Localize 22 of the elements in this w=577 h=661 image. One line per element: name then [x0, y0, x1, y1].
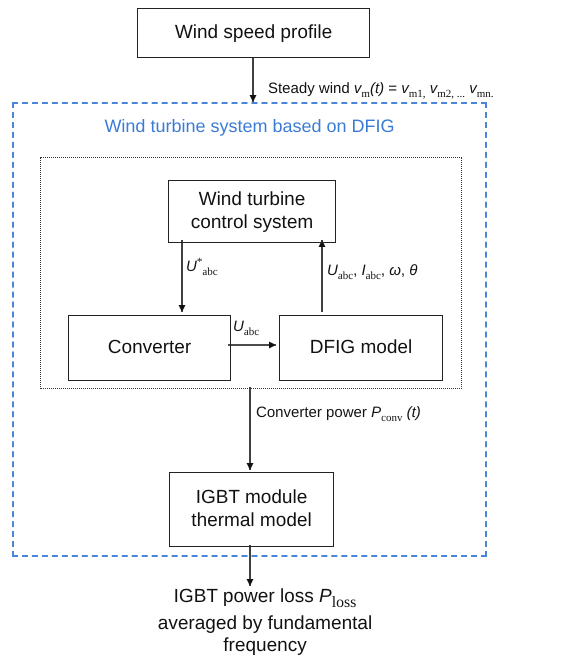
arrow [178, 240, 186, 312]
edge-label: U$_{abc}$ [233, 318, 260, 338]
arrow [228, 342, 276, 348]
process-box [279, 315, 443, 381]
arrow [246, 387, 254, 470]
process-box [137, 8, 370, 58]
box-label: Wind turbine control system [190, 188, 314, 234]
process-box [168, 180, 336, 243]
box-label: IGBT power loss P$_{loss}$ averaged by fundamental frequency [156, 586, 374, 658]
box-label: DFIG model [310, 336, 412, 360]
boundary-title: Wind turbine system based on DFIG [104, 116, 395, 138]
arrow [250, 58, 256, 102]
box-label: Converter [108, 336, 192, 360]
arrow [246, 545, 254, 586]
process-box [68, 315, 231, 381]
edge-label: U$_{abc}$, I$_{abc}$, ω, θ [327, 262, 418, 282]
box-label: IGBT module thermal model [190, 486, 313, 532]
process-box [169, 472, 334, 547]
box-label: Wind speed profile [174, 22, 332, 44]
edge-label: Converter power P$_{conv}$ (t) [256, 404, 421, 424]
edge-label: Steady wind v$_{m}$(t) = v$_{m1,}$ v$_{m2, ...}$ v$_{mn.}$ [268, 80, 494, 100]
arrow [318, 240, 326, 312]
